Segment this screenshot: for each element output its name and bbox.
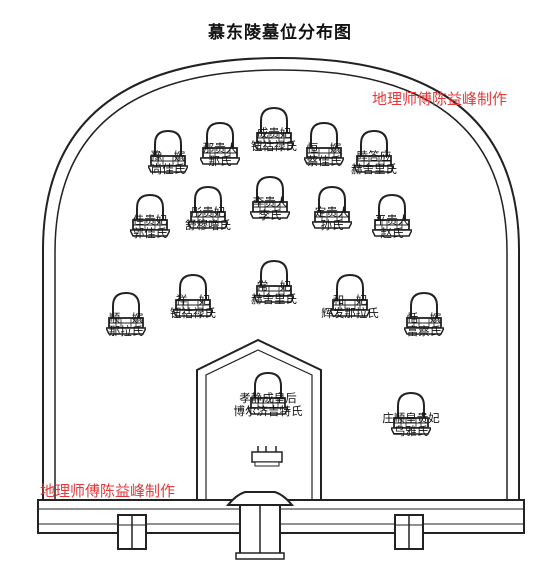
tomb-rank: 祥 妃 bbox=[175, 293, 211, 307]
inner-enclosure-wall bbox=[196, 338, 322, 503]
tomb-label: 孝静成皇后博尔济吉特氏 bbox=[213, 392, 323, 418]
tomb-clan-name: 乌雅氏 bbox=[393, 424, 429, 438]
tomb-mound-icon bbox=[200, 121, 240, 165]
tomb-clan-name: 富察氏 bbox=[406, 324, 442, 338]
tomb-rank: 定贵人 bbox=[314, 205, 350, 219]
tomb-rank: 佳贵妃 bbox=[132, 213, 168, 227]
outer-arched-wall-inner bbox=[54, 69, 508, 507]
tomb-label: 恬 嫔富察氏 bbox=[369, 312, 479, 338]
tomb-mound-icon bbox=[254, 106, 294, 150]
tomb-label: 彤贵妃舒穆噜氏 bbox=[153, 206, 263, 232]
tomb-rank: 恒 嫔 bbox=[306, 141, 342, 155]
tomb-clan-name: 蔡佳氏 bbox=[306, 154, 342, 168]
central-pavilion bbox=[225, 491, 295, 560]
tomb-label: 睦答应赫舍里氏 bbox=[319, 150, 429, 176]
tomb-mound-icon bbox=[106, 291, 146, 335]
tomb-mound-icon bbox=[248, 371, 288, 415]
tomb-mound-icon bbox=[372, 193, 412, 237]
right-gate bbox=[394, 514, 424, 550]
tomb-mound-icon bbox=[188, 185, 228, 229]
tomb-rank: 恬 嫔 bbox=[406, 311, 442, 325]
tomb-rank: 成贵妃 bbox=[256, 126, 292, 140]
tomb-mound-icon bbox=[250, 175, 290, 219]
tomb-clan-name: 尚佳氏 bbox=[150, 162, 186, 176]
tomb-label: 常 妃赫舍里氏 bbox=[219, 280, 329, 306]
tomb-mound-icon bbox=[404, 291, 444, 335]
tomb-clan-name: 孙氏 bbox=[320, 218, 344, 232]
tomb-clan-name: 钮祜禄氏 bbox=[251, 139, 297, 153]
tomb-clan-name: 舒穆噜氏 bbox=[185, 218, 231, 232]
tomb-rank: 李贵人 bbox=[252, 195, 288, 209]
tomb-rank: 彤贵妃 bbox=[190, 205, 226, 219]
outer-arched-wall bbox=[42, 56, 520, 507]
left-gate bbox=[117, 514, 147, 550]
diagram-title: 慕东陵墓位分布图 bbox=[208, 23, 352, 43]
tomb-clan-name: 辉发那拉氏 bbox=[321, 306, 379, 320]
tomb-mound-icon bbox=[254, 259, 294, 303]
tomb-mound-icon bbox=[330, 273, 370, 317]
tomb-label: 成贵妃钮祜禄氏 bbox=[219, 127, 329, 153]
watermark-top: 地理师傅陈益峰制作 bbox=[372, 90, 508, 108]
tomb-clan-name: 那拉氏 bbox=[108, 324, 144, 338]
offering-table bbox=[251, 446, 283, 467]
tomb-clan-name: 赫舍里氏 bbox=[251, 292, 297, 306]
tomb-clan-name: 李氏 bbox=[258, 208, 282, 222]
tomb-label: 定贵人孙氏 bbox=[277, 206, 387, 232]
tomb-rank: 顺 嫔 bbox=[108, 311, 144, 325]
inner-enclosure-wall-inner bbox=[205, 349, 313, 503]
tomb-rank: 平贵人 bbox=[374, 213, 410, 227]
tomb-clan-name: 郭佳氏 bbox=[132, 226, 168, 240]
tomb-rank: 孝静成皇后 bbox=[239, 391, 297, 405]
tomb-clan-name: 赵氏 bbox=[380, 226, 404, 240]
tomb-rank: 庄顺皇贵妃 bbox=[382, 411, 440, 425]
tomb-clan-name: 博尔济吉特氏 bbox=[233, 404, 303, 418]
tomb-rank: 豫 嫔 bbox=[150, 149, 186, 163]
tomb-mound-icon bbox=[130, 193, 170, 237]
tomb-rank: 和 妃 bbox=[332, 293, 368, 307]
tomb-label: 庄顺皇贵妃乌雅氏 bbox=[356, 412, 466, 438]
tomb-mound-icon bbox=[173, 273, 213, 317]
tomb-label: 豫 嫔尚佳氏 bbox=[113, 150, 223, 176]
tomb-label: 恒 嫔蔡佳氏 bbox=[269, 142, 379, 168]
tomb-mound-icon bbox=[304, 121, 344, 165]
tomb-rank: 睦答应 bbox=[356, 149, 392, 163]
tomb-clan-name: 赫舍里氏 bbox=[351, 162, 397, 176]
tomb-label: 平贵人赵氏 bbox=[337, 214, 447, 240]
tomb-mound-icon bbox=[391, 391, 431, 435]
tomb-label: 祥 妃钮祜禄氏 bbox=[138, 294, 248, 320]
tomb-rank: 那贵人 bbox=[202, 141, 238, 155]
tomb-mound-icon bbox=[148, 129, 188, 173]
tomb-label: 顺 嫔那拉氏 bbox=[71, 312, 181, 338]
tomb-mound-icon bbox=[354, 129, 394, 173]
watermark-bottom: 地理师傅陈益峰制作 bbox=[40, 482, 176, 500]
tomb-mound-icon bbox=[312, 185, 352, 229]
tomb-rank: 常 妃 bbox=[256, 279, 292, 293]
tomb-clan-name: 钮祜禄氏 bbox=[170, 306, 216, 320]
tomb-label: 和 妃辉发那拉氏 bbox=[295, 294, 405, 320]
tomb-label: 佳贵妃郭佳氏 bbox=[95, 214, 205, 240]
tomb-label: 李贵人李氏 bbox=[215, 196, 325, 222]
tomb-label: 那贵人那氏 bbox=[165, 142, 275, 168]
tomb-clan-name: 那氏 bbox=[208, 154, 232, 168]
